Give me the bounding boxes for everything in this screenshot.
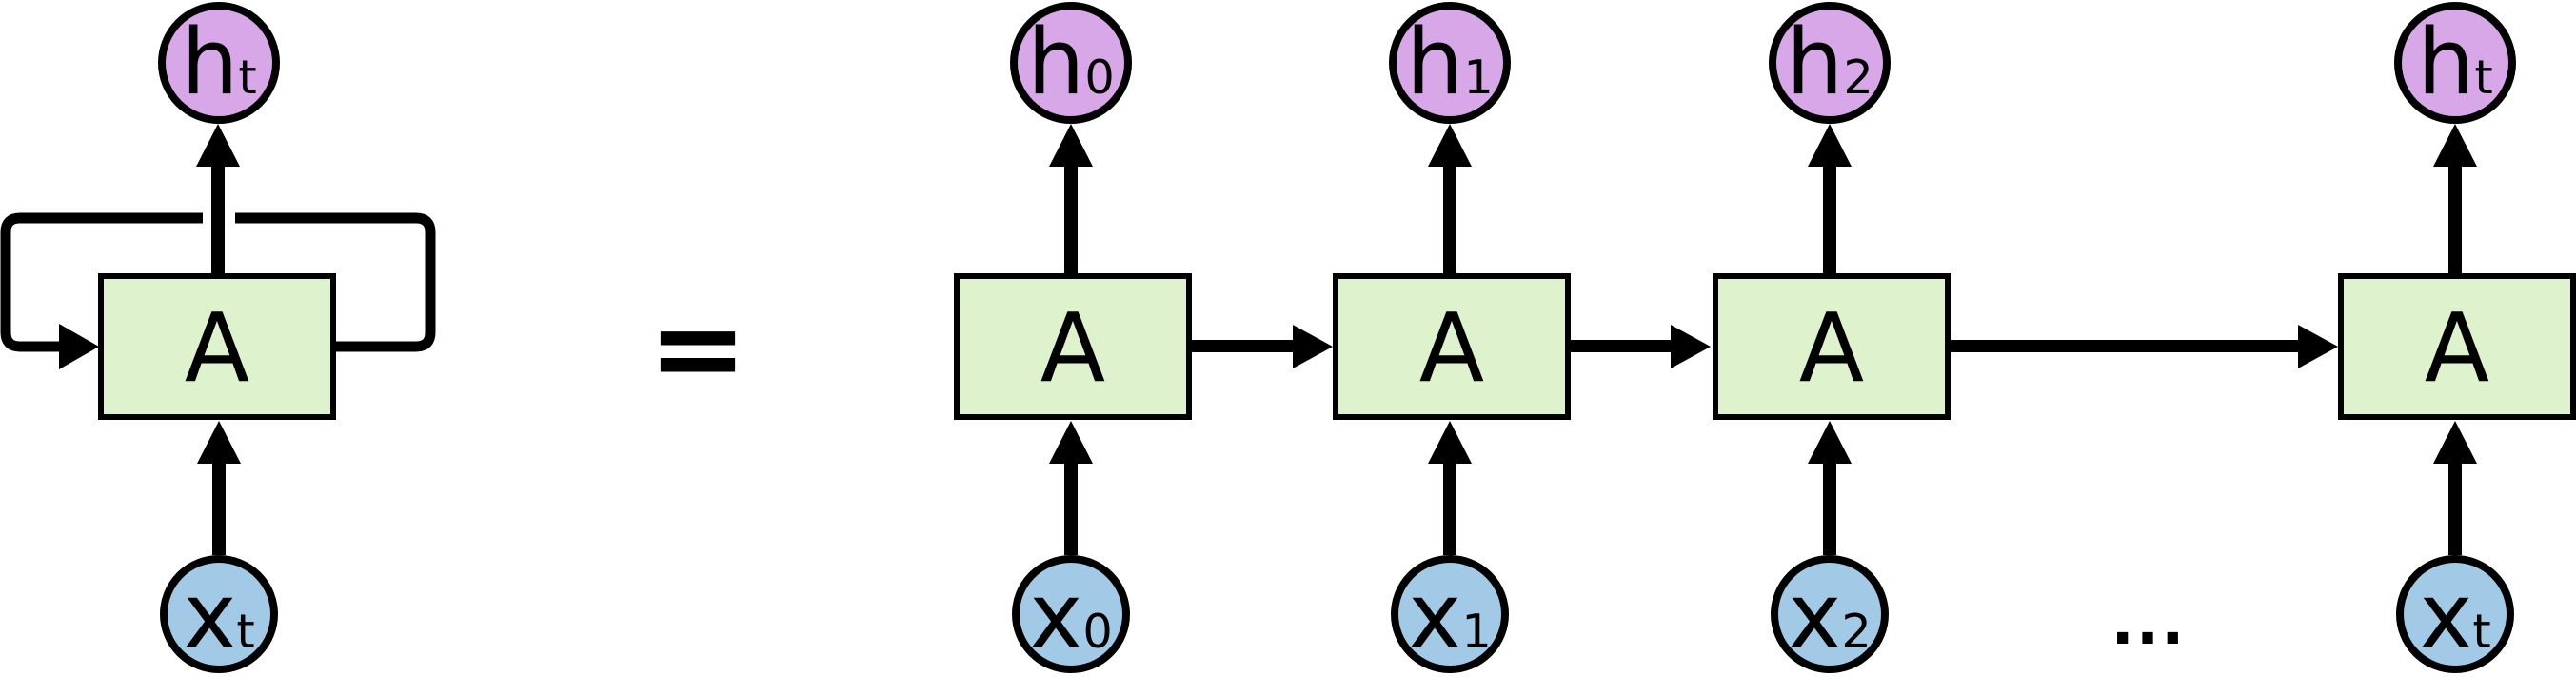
ellipsis-text: ...	[2110, 588, 2187, 659]
input-label-1: x1	[1408, 564, 1492, 669]
rnn-cell-box-t: A	[2338, 273, 2576, 420]
arrow-head-icon	[2298, 325, 2338, 368]
rnn-cell-box-1: A	[1333, 273, 1571, 420]
hidden-state-node-0: h0	[1010, 2, 1132, 124]
folded-output-arrow	[196, 124, 240, 273]
rnn-cell-box-2: A	[1713, 273, 1951, 420]
input-arrow-1	[1428, 421, 1472, 555]
output-arrow-1	[1428, 124, 1472, 273]
arrow-shaft	[1823, 158, 1836, 273]
folded-hidden-state-node: ht	[158, 2, 280, 124]
hidden-state-label-0: h0	[1027, 10, 1115, 115]
hidden-state-label-t: ht	[2417, 10, 2493, 115]
input-node-1: x1	[1391, 555, 1509, 673]
rnn-cell-box-0: A	[954, 273, 1192, 420]
arrow-shaft	[211, 158, 225, 273]
cell-label-1: A	[1418, 292, 1485, 404]
recurrent-loop-arrow	[0, 212, 436, 369]
arrow-shaft	[1567, 340, 1676, 352]
input-arrow-2	[1808, 421, 1852, 555]
equals-sign: =	[647, 279, 748, 418]
hidden-state-label-1: h1	[1406, 10, 1494, 115]
arrow-shaft	[1947, 340, 2304, 352]
arrow-head-icon	[1671, 325, 1711, 368]
arrow-shaft	[1443, 158, 1456, 273]
output-arrow-t	[2433, 124, 2477, 273]
folded-input-node: xt	[160, 555, 278, 673]
arrow-shaft	[2448, 158, 2462, 273]
cell-label-0: A	[1040, 292, 1106, 404]
folded-hidden-state-label: ht	[181, 10, 257, 115]
input-arrow-t	[2433, 421, 2477, 555]
hidden-state-label-2: h2	[1786, 10, 1873, 115]
hidden-state-node-t: ht	[2394, 2, 2516, 124]
cell-label-2: A	[1798, 292, 1865, 404]
arrow-shaft	[1064, 158, 1078, 273]
arrow-shaft	[212, 455, 226, 555]
hidden-state-node-2: h2	[1769, 2, 1891, 124]
state-arrow-0-1	[1188, 325, 1333, 368]
hidden-state-node-1: h1	[1389, 2, 1511, 124]
arrow-head-icon	[1293, 325, 1333, 368]
arrow-shaft	[1443, 455, 1456, 555]
state-arrow-1-2	[1567, 325, 1711, 368]
folded-cell-label: A	[184, 292, 250, 404]
input-node-0: x0	[1012, 555, 1130, 673]
output-arrow-0	[1049, 124, 1093, 273]
input-arrow-0	[1049, 421, 1093, 555]
arrow-shaft	[2448, 455, 2462, 555]
arrow-shaft	[1064, 455, 1078, 555]
folded-rnn-cell-box: A	[98, 273, 336, 420]
input-node-t: xt	[2396, 555, 2514, 673]
output-arrow-2	[1808, 124, 1852, 273]
arrow-shaft	[1188, 340, 1298, 352]
cell-label-t: A	[2424, 292, 2490, 404]
input-label-0: x0	[1029, 564, 1113, 669]
arrow-shaft	[1823, 455, 1836, 555]
folded-input-label: xt	[183, 564, 255, 669]
input-label-2: x2	[1788, 564, 1872, 669]
input-node-2: x2	[1771, 555, 1889, 673]
state-arrow-2-t	[1947, 325, 2338, 368]
folded-input-arrow	[197, 421, 241, 555]
input-label-t: xt	[2419, 564, 2491, 669]
